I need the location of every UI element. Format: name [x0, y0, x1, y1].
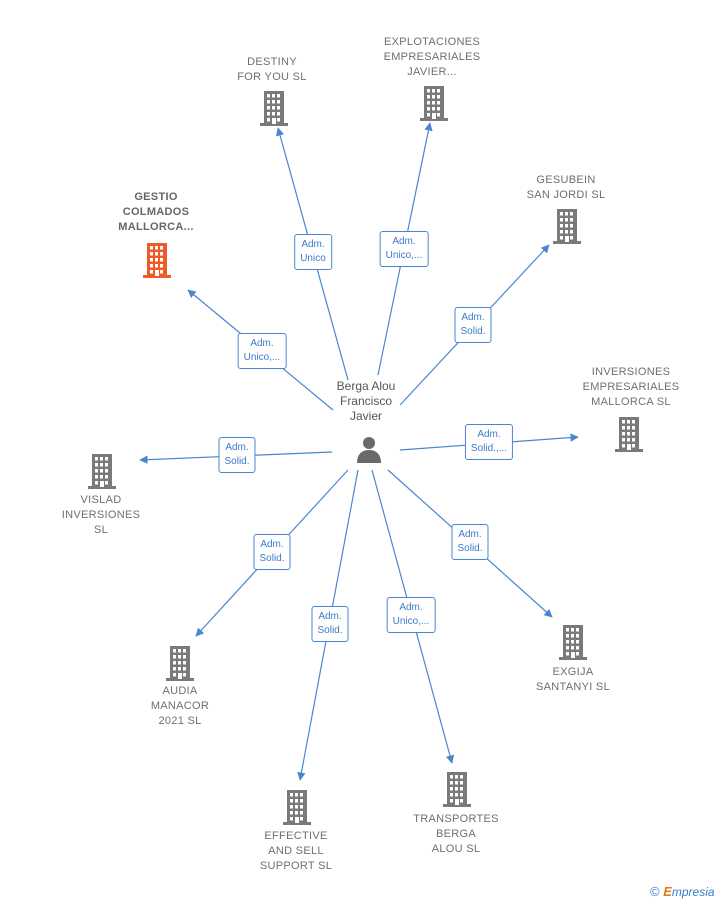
company-name-destiny[interactable]: DESTINY FOR YOU SL — [237, 56, 307, 83]
brand-name-rest: mpresia — [671, 885, 715, 899]
company-name-audia[interactable]: AUDIA MANACOR 2021 SL — [150, 685, 210, 727]
company-name-gestio[interactable]: GESTIO COLMADOS MALLORCA... — [118, 191, 194, 233]
building-icon[interactable] — [442, 771, 472, 812]
building-icon[interactable] — [282, 789, 312, 830]
role-label-gestio[interactable]: Adm. Unico,... — [237, 333, 287, 369]
role-label-gesubein[interactable]: Adm. Solid. — [454, 307, 492, 343]
building-icon[interactable] — [165, 645, 195, 686]
empresia-brand: © Empresia — [650, 884, 715, 899]
role-label-effective[interactable]: Adm. Solid. — [311, 606, 349, 642]
role-label-destiny[interactable]: Adm. Unico — [294, 234, 332, 270]
company-name-exgija[interactable]: EXGIJA SANTANYI SL — [535, 666, 610, 693]
role-label-transportes[interactable]: Adm. Unico,... — [386, 597, 436, 633]
building-icon[interactable] — [558, 624, 588, 665]
building-icon[interactable] — [614, 416, 644, 457]
building-icon[interactable] — [87, 453, 117, 494]
role-label-exgija[interactable]: Adm. Solid. — [451, 524, 489, 560]
company-name-effective[interactable]: EFFECTIVE AND SELL SUPPORT SL — [259, 830, 333, 872]
person-icon[interactable] — [354, 434, 384, 469]
company-name-explotaciones[interactable]: EXPLOTACIONES EMPRESARIALES JAVIER... — [383, 36, 481, 78]
building-icon[interactable] — [259, 90, 289, 131]
company-name-inversiones[interactable]: INVERSIONES EMPRESARIALES MALLORCA SL — [582, 366, 680, 408]
brand-first-letter: E — [663, 884, 672, 899]
building-icon[interactable] — [552, 208, 582, 249]
copyright-symbol: © — [650, 884, 660, 899]
company-name-transportes[interactable]: TRANSPORTES BERGA ALOU SL — [413, 813, 499, 855]
role-label-inversiones[interactable]: Adm. Solid.,... — [464, 424, 514, 460]
company-name-gesubein[interactable]: GESUBEIN SAN JORDI SL — [526, 174, 606, 201]
role-label-vislad[interactable]: Adm. Solid. — [218, 437, 256, 473]
building-icon[interactable] — [419, 85, 449, 126]
company-name-vislad[interactable]: VISLAD INVERSIONES SL — [61, 494, 141, 536]
role-label-explotaciones[interactable]: Adm. Unico,... — [379, 231, 429, 267]
building-icon[interactable] — [142, 242, 172, 283]
role-label-audia[interactable]: Adm. Solid. — [253, 534, 291, 570]
center-person-name[interactable]: Berga Alou Francisco Javier — [336, 379, 396, 423]
